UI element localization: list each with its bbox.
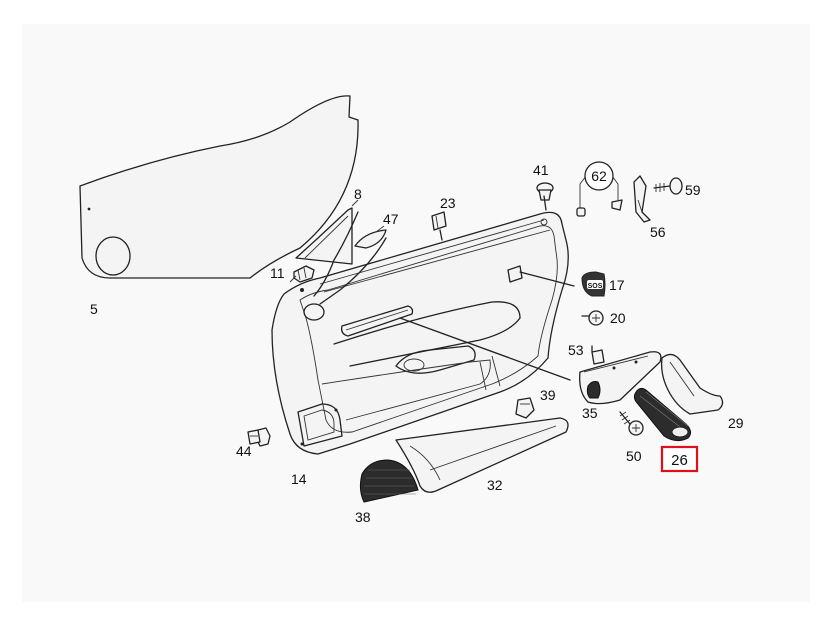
part-8-mirror-triangle-cover <box>295 199 359 265</box>
part-38-speaker-grille <box>359 459 419 503</box>
callout-62: 62 <box>591 168 607 184</box>
part-29-pull-handle <box>660 353 724 415</box>
leader-lines <box>289 195 593 381</box>
callout-11: 11 <box>270 265 285 281</box>
callout-44: 44 <box>236 443 252 459</box>
part-62-group <box>576 161 623 217</box>
part-23-bracket <box>431 211 447 231</box>
callout-47: 47 <box>383 211 399 227</box>
callout-50: 50 <box>626 448 642 464</box>
callout-53: 53 <box>568 342 584 358</box>
callout-8: 8 <box>354 186 362 202</box>
svg-text:SOS: SOS <box>588 283 603 290</box>
callout-23: 23 <box>440 195 456 211</box>
highlighted-callout: 26 <box>660 445 699 473</box>
part-47-cap <box>354 225 387 249</box>
callout-5: 5 <box>90 301 98 317</box>
callout-32: 32 <box>487 477 503 493</box>
callout-59: 59 <box>685 182 701 198</box>
callout-14: 14 <box>291 471 307 487</box>
part-26-handle-insert <box>633 387 692 442</box>
part-35-trim-cover <box>579 351 662 405</box>
callout-35: 35 <box>582 405 598 421</box>
part-39-plug <box>515 397 535 419</box>
part-17-sos-button: SOS <box>581 271 606 297</box>
callout-labels: 5 8 11 14 17 20 23 29 32 35 38 39 41 44 … <box>90 162 744 525</box>
callout-56: 56 <box>650 224 666 240</box>
part-59-screw <box>653 177 683 195</box>
callout-39: 39 <box>540 387 556 403</box>
callout-38: 38 <box>355 509 371 525</box>
part-53-clip <box>591 349 605 365</box>
callout-20: 20 <box>610 310 626 326</box>
part-14-door-trim-panel <box>271 211 569 455</box>
part-41-grommet <box>536 182 554 201</box>
part-20-screw <box>581 310 604 326</box>
part-50-screw <box>619 411 644 436</box>
callout-17: 17 <box>609 277 625 293</box>
part-32-lower-trim-strip <box>395 417 569 493</box>
highlight-box <box>660 445 699 473</box>
callout-29: 29 <box>728 415 744 431</box>
callout-41: 41 <box>533 162 549 178</box>
part-44-push-clip <box>247 427 271 447</box>
part-56-hook-bracket <box>633 175 651 223</box>
part-5-door-liner-sheet <box>79 95 359 279</box>
callout-26: 26 <box>671 452 688 469</box>
